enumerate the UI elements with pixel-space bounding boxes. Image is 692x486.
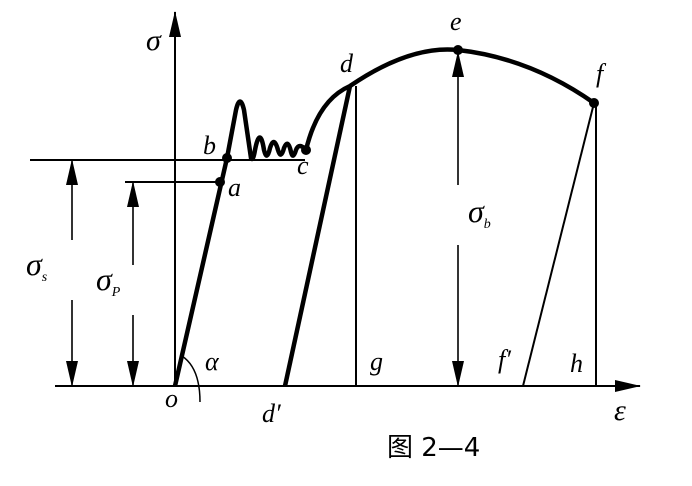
label-e: e [450, 7, 462, 36]
point-b [222, 153, 232, 163]
point-e [453, 45, 463, 55]
point-f [589, 98, 599, 108]
label-o: o [165, 384, 178, 413]
label-f: f [596, 59, 607, 88]
stress-strain-curve [172, 47, 596, 387]
unload-line-d [282, 85, 353, 387]
label-b: b [203, 131, 216, 160]
label-a: a [228, 173, 241, 202]
unload-line-f [522, 102, 595, 387]
label-h: h [570, 349, 583, 378]
label-sigma-b: σb [468, 193, 491, 232]
alpha-angle-arc [181, 355, 201, 403]
label-f-prime: f′ [498, 345, 511, 374]
label-alpha: α [205, 347, 220, 376]
label-c: c [297, 151, 309, 180]
label-g: g [370, 347, 383, 376]
figure-caption: 图 2—4 [387, 433, 480, 463]
label-d-prime: d′ [262, 399, 281, 428]
label-epsilon: ε [614, 394, 626, 427]
point-a [215, 177, 225, 187]
label-sigma: σ [146, 24, 162, 57]
label-d: d [340, 49, 354, 78]
point-c [301, 145, 311, 155]
label-sigma-p: σP [96, 261, 121, 300]
label-sigma-s: σs [26, 246, 48, 285]
